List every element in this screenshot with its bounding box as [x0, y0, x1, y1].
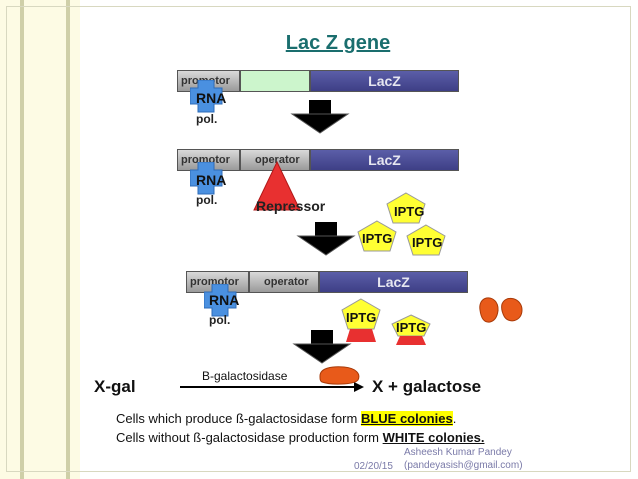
- rna-polymerase-icon: [190, 162, 223, 195]
- note-text: .: [452, 411, 457, 426]
- stripe-line: [20, 0, 24, 479]
- slide-frame: [6, 6, 631, 472]
- note-text: Cells without ß-galactosidase production…: [116, 430, 383, 445]
- enzyme-label: B-galactosidase: [202, 369, 288, 383]
- rna-polymerase-icon: [190, 80, 223, 113]
- note-white-colonies: Cells without ß-galactosidase production…: [116, 430, 484, 445]
- lacz-segment: LacZ: [319, 271, 468, 293]
- products-label: X + galactose: [372, 377, 482, 396]
- operator-segment: operator: [249, 271, 319, 293]
- operator-label: operator: [264, 276, 309, 288]
- operator-label: operator: [255, 154, 300, 166]
- substrate-label: X-gal: [94, 377, 136, 396]
- blue-colonies-highlight: BLUE colonies: [360, 411, 453, 426]
- iptg-label: IPTG: [346, 310, 377, 325]
- down-arrow-icon: [296, 222, 356, 256]
- footer-author: Asheesh Kumar Pandey: [404, 447, 512, 458]
- rna-label: RNA: [196, 90, 227, 106]
- reaction-arrow-icon: [180, 382, 364, 392]
- stripe-line: [66, 0, 70, 479]
- iptg-pentagon-icon: [357, 220, 397, 252]
- rna-label: RNA: [209, 292, 240, 308]
- footer-email: (pandeyasish@gmail.com): [404, 460, 523, 471]
- iptg-pentagon-icon: [386, 192, 426, 224]
- iptg-label: IPTG: [394, 204, 425, 219]
- down-arrow-icon: [292, 330, 352, 364]
- iptg-label: IPTG: [362, 231, 393, 246]
- beta-galactosidase-icon: [479, 297, 523, 323]
- rna-label: RNA: [196, 172, 227, 188]
- pol-label: pol.: [196, 193, 218, 207]
- iptg-pentagon-icon: [406, 224, 446, 256]
- lacz-segment: LacZ: [310, 149, 459, 171]
- promotor-segment: promotor: [177, 149, 240, 171]
- iptg-label: IPTG: [412, 235, 443, 250]
- iptg-repressor-complex-icon: [341, 298, 381, 342]
- promotor-label: promotor: [181, 154, 230, 166]
- operator-segment: operator: [240, 149, 310, 171]
- pol-label: pol.: [196, 112, 218, 126]
- slide-title: Lac Z gene: [285, 32, 391, 54]
- rna-polymerase-icon: [204, 284, 237, 317]
- operator-segment-empty: [240, 70, 310, 92]
- lacz-segment: LacZ: [310, 70, 459, 92]
- note-text: Cells which produce ß-galactosidase form: [116, 411, 361, 426]
- white-colonies-highlight: WHITE colonies.: [382, 430, 485, 445]
- iptg-label: IPTG: [396, 320, 427, 335]
- repressor-icon: [253, 160, 301, 211]
- footer-date: 02/20/15: [354, 461, 393, 472]
- beta-galactosidase-icon: [319, 366, 360, 385]
- pol-label: pol.: [209, 313, 231, 327]
- iptg-repressor-complex-icon: [391, 314, 431, 345]
- note-blue-colonies: Cells which produce ß-galactosidase form…: [116, 411, 456, 426]
- background-stripe: [0, 0, 80, 479]
- down-arrow-icon: [290, 100, 350, 134]
- repressor-label: Repressor: [256, 198, 326, 214]
